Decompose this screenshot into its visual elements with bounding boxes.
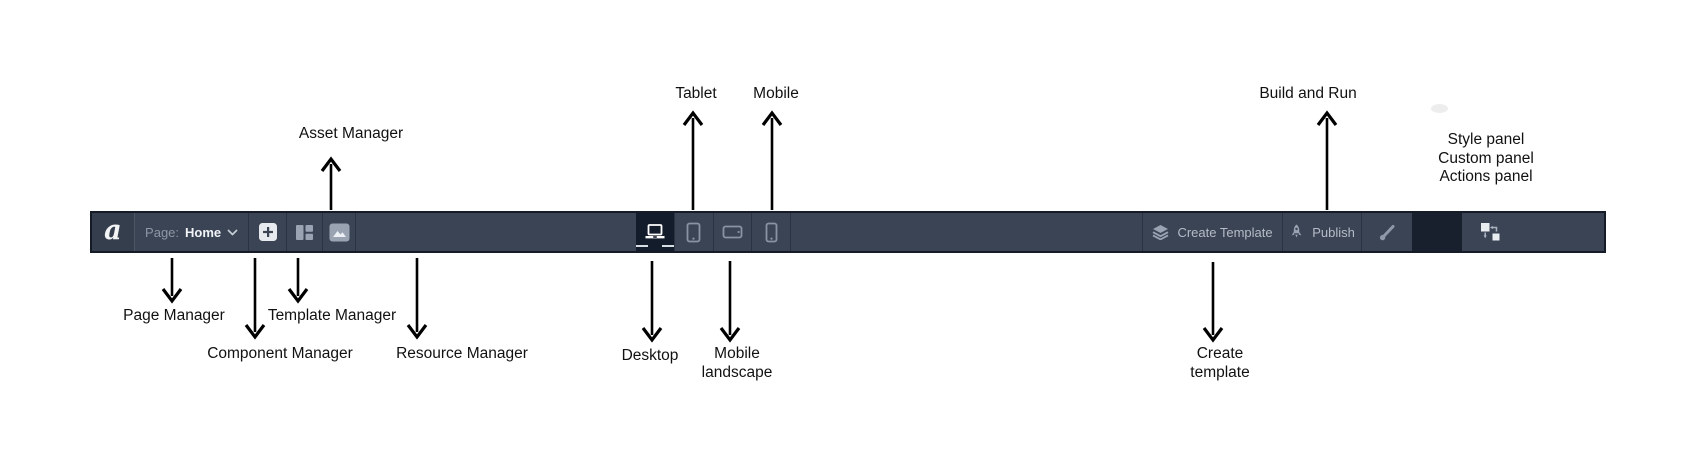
arrow-to-build-and-run — [1316, 110, 1338, 210]
divider — [248, 213, 250, 251]
arrow-to-resource-manager — [406, 258, 428, 340]
desktop-icon — [645, 224, 665, 239]
label-create-template: Create template — [1190, 345, 1250, 381]
label-tablet: Tablet — [675, 85, 717, 102]
label-mobile-landscape: Mobile landscape — [701, 345, 773, 381]
arrow-to-mobile — [761, 110, 783, 210]
create-template-button-label: Create Template — [1177, 224, 1273, 240]
editor-toolbar: a Page: Home — [90, 211, 1606, 253]
faint-artifact-shape — [1431, 104, 1448, 113]
arrow-to-page-manager — [161, 258, 183, 304]
label-actions-panel: Actions panel — [1439, 168, 1533, 185]
label-mobile: Mobile — [753, 85, 799, 102]
divider — [712, 213, 714, 251]
label-panels: Style panel Custom panel Actions panel — [1438, 131, 1534, 187]
toolbar-spacer — [791, 213, 1142, 251]
divider — [322, 213, 324, 251]
divider — [673, 213, 675, 251]
label-template-manager: Template Manager — [267, 307, 397, 324]
publish-button[interactable]: Publish — [1283, 213, 1361, 251]
label-component-manager: Component Manager — [207, 345, 353, 362]
device-tab-desktop[interactable] — [635, 213, 674, 251]
divider — [751, 213, 753, 251]
label-custom-panel: Custom panel — [1438, 149, 1534, 167]
asset-manager-button[interactable] — [323, 213, 355, 251]
logo-letter: a — [104, 215, 122, 246]
label-page-manager: Page Manager — [123, 307, 225, 324]
layers-icon — [1153, 225, 1169, 240]
toolbar-spacer — [356, 213, 636, 251]
device-tab-tablet[interactable] — [675, 213, 713, 251]
rocket-icon — [1291, 224, 1302, 238]
paintbrush-icon — [1379, 225, 1395, 241]
divider — [1141, 213, 1143, 251]
label-resource-manager: Resource Manager — [396, 345, 528, 362]
divider — [1282, 213, 1284, 251]
arrow-to-tablet — [682, 110, 704, 210]
divider — [133, 213, 135, 251]
label-desktop: Desktop — [621, 347, 679, 364]
divider — [1360, 213, 1362, 251]
arrow-to-component-manager — [244, 258, 266, 340]
component-template-manager-button[interactable] — [287, 213, 322, 251]
label-style-panel: Style panel — [1447, 131, 1525, 148]
layout-grid-icon — [296, 224, 314, 240]
label-build-and-run: Build and Run — [1259, 85, 1357, 102]
label-asset-manager: Asset Manager — [298, 125, 404, 142]
arrow-to-template-manager — [287, 258, 309, 304]
device-tab-mobile-landscape[interactable] — [714, 213, 752, 251]
divider — [354, 213, 356, 251]
swap-squares-icon — [1480, 223, 1500, 241]
create-template-button[interactable]: Create Template — [1143, 213, 1282, 251]
arrow-to-desktop — [641, 261, 663, 343]
app-logo[interactable]: a — [92, 213, 134, 251]
image-icon — [329, 223, 350, 241]
page-manager-button[interactable] — [249, 213, 286, 251]
actions-panel-button[interactable] — [1462, 213, 1605, 251]
custom-panel-button[interactable] — [1411, 213, 1462, 251]
mobile-icon — [765, 222, 778, 242]
chevron-down-icon — [227, 229, 238, 235]
page-selector-value: Home — [185, 224, 222, 240]
tablet-icon — [686, 222, 701, 242]
style-panel-button[interactable] — [1362, 213, 1412, 251]
arrow-to-asset-manager — [320, 156, 342, 210]
mobile-landscape-icon — [722, 225, 743, 239]
publish-button-label: Publish — [1312, 224, 1355, 240]
arrow-to-create-template — [1202, 262, 1224, 343]
arrow-to-mobile-landscape — [719, 261, 741, 343]
divider — [790, 213, 792, 251]
add-page-icon — [258, 223, 277, 241]
page-selector-dropdown[interactable]: Page: Home — [135, 213, 249, 251]
divider — [286, 213, 288, 251]
page-selector-label: Page: — [145, 224, 180, 240]
device-tab-mobile[interactable] — [752, 213, 790, 251]
